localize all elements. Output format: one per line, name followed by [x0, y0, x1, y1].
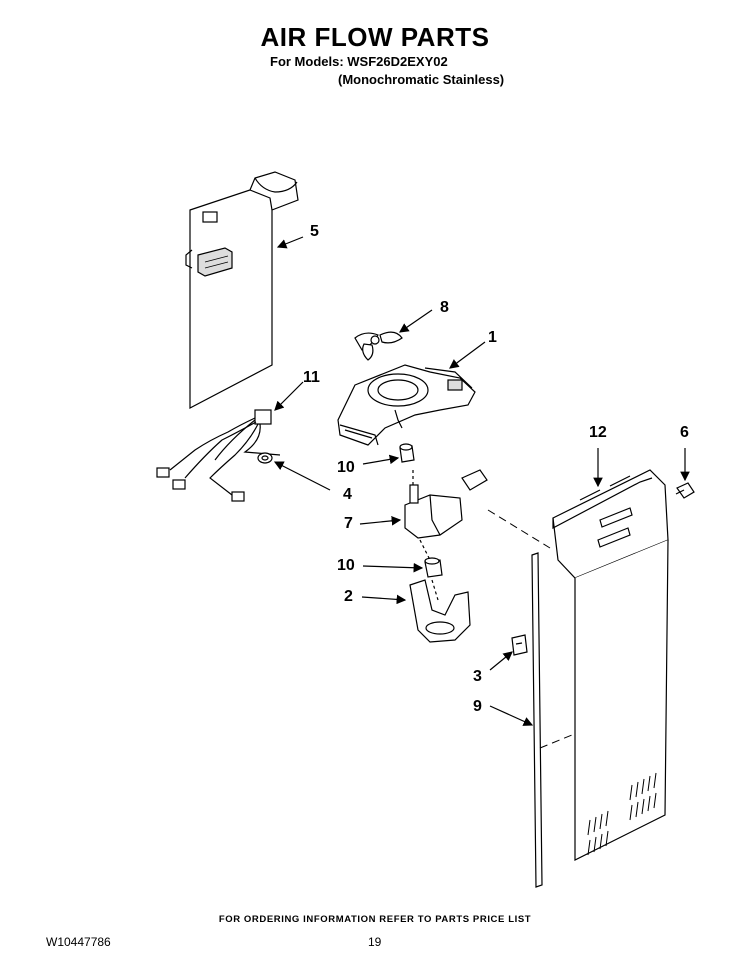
callout-9: 9: [473, 698, 482, 715]
part-1-fan-housing: [337, 364, 476, 446]
part-8-fan-blade: [354, 331, 403, 361]
callout-leaders: [273, 236, 690, 726]
part-12-evaporator-cover: [552, 469, 669, 861]
callout-11: 11: [303, 369, 320, 386]
callout-8: 8: [440, 299, 449, 316]
part-9-side-strip: [531, 552, 543, 888]
part-10-motor-mount-lower: [419, 539, 443, 578]
part-6-screw: [675, 482, 695, 499]
callout-1: 1: [488, 329, 497, 346]
part-5-air-duct-panel: [185, 171, 299, 409]
part-10-motor-mount-upper: [399, 443, 415, 463]
callout-10-upper: 10: [337, 459, 355, 476]
part-7-fan-motor: [404, 469, 488, 539]
part-3-clip: [511, 634, 528, 656]
callout-5: 5: [310, 223, 319, 240]
callout-2: 2: [344, 588, 353, 605]
part-4-grommet: [257, 452, 273, 464]
part-11-wire-harness: [156, 409, 281, 502]
document-number: W10447786: [46, 935, 111, 949]
callout-10-lower: 10: [337, 557, 355, 574]
callout-4: 4: [343, 486, 352, 503]
assembly-guide-lines: [487, 509, 573, 749]
callout-3: 3: [473, 668, 482, 685]
models-line: For Models: WSF26D2EXY02: [270, 54, 448, 69]
callout-6: 6: [680, 424, 689, 441]
page-number: 19: [368, 935, 382, 949]
callout-7: 7: [344, 515, 353, 532]
variant-line: (Monochromatic Stainless): [338, 72, 505, 87]
part-2-motor-bracket: [409, 579, 471, 643]
ordering-note: FOR ORDERING INFORMATION REFER TO PARTS …: [218, 914, 532, 925]
page-title: AIR FLOW PARTS: [260, 22, 490, 52]
callout-12: 12: [589, 424, 607, 441]
